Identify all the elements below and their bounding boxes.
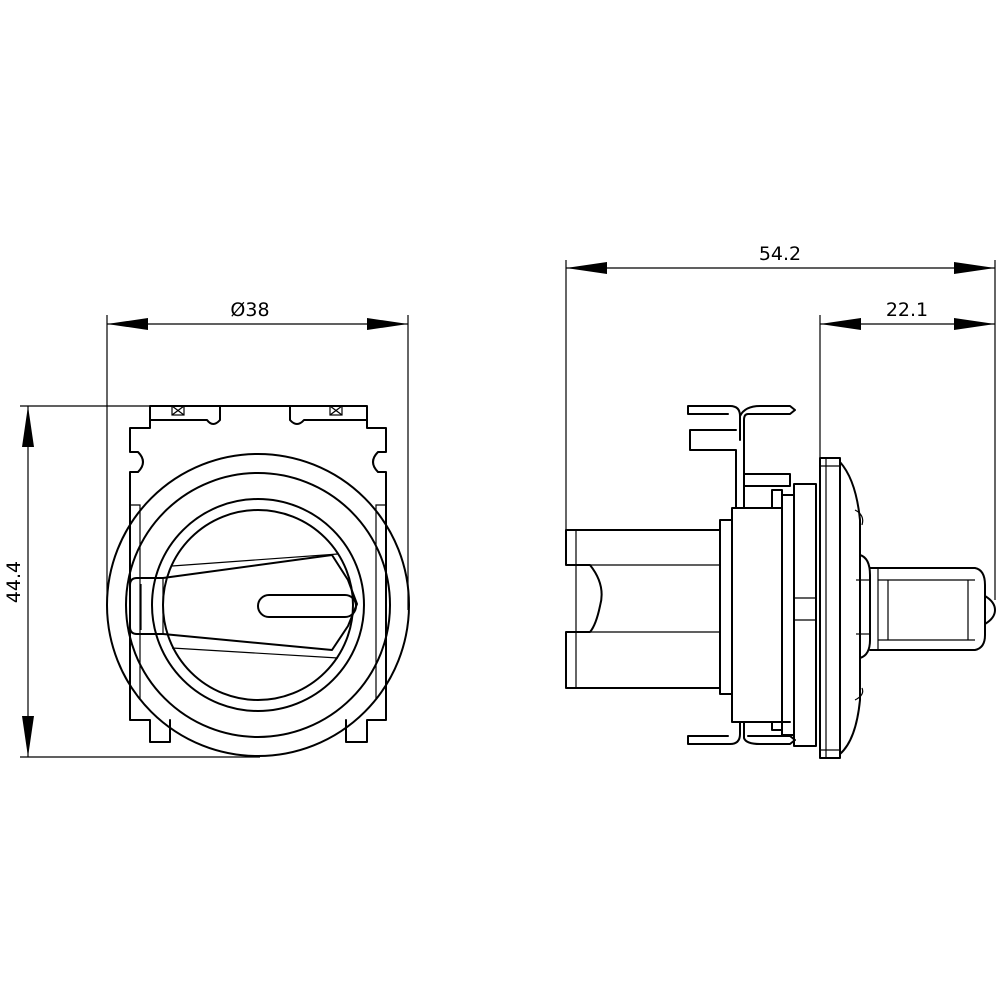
lever-tip [984,595,996,625]
height-dimension: 44.4 [3,405,260,758]
bezel-plate [819,457,841,759]
housing-top-edge [149,405,368,425]
selector-handle [129,553,358,659]
arrowhead-right [954,318,995,330]
diameter-label: Ø38 [230,299,269,321]
overall-length-label: 54.2 [759,243,801,265]
housing-left-side [129,419,151,701]
diameter-dimension: Ø38 [106,299,409,610]
knob-outer-ring [151,498,365,712]
front-length-label: 22.1 [886,299,928,321]
front-view: Ø38 44.4 [3,299,410,758]
arrowhead-left [566,262,607,274]
bezel-outer-ring [106,453,410,757]
clip-middle [689,429,737,509]
side-view: 54.2 22.1 [565,243,996,759]
housing-body [731,507,783,723]
arrowhead-left [820,318,861,330]
housing-bottom-right [345,699,387,743]
lever-body [869,567,986,651]
housing-flange [781,494,795,736]
housing-pin-bottom [771,721,783,731]
shaft-collar [719,519,733,695]
shaft-body [565,529,721,689]
arrowhead-right [367,318,408,330]
overall-length-dimension: 54.2 [565,243,996,600]
lower-clips [687,721,796,745]
bezel-dome [839,461,861,755]
housing-right-side [366,419,387,701]
housing-block [731,483,817,747]
housing-bottom-left [129,699,171,743]
arrowhead-left [107,318,148,330]
height-label: 44.4 [3,561,25,603]
knob-base [859,554,871,659]
bezel-profile [819,457,871,759]
front-length-dimension: 22.1 [819,299,995,460]
terminal-mark-right [329,405,343,416]
arrowhead-top [22,406,34,447]
arrowhead-right [954,262,995,274]
housing-outline [129,405,387,743]
upper-clips [687,405,796,509]
handle-body [129,554,358,651]
clip-lower [743,473,791,487]
housing-ring [793,483,817,747]
clip-top [687,405,796,509]
arrowhead-bottom [22,716,34,757]
bezel-inner-ring [125,472,391,738]
clip-bottom [687,721,796,745]
housing-pin-top [771,489,783,509]
rear-shaft [565,519,733,695]
lever-profile [869,567,996,651]
handle-indicator-slot [257,594,357,618]
terminal-mark-left [171,405,185,416]
